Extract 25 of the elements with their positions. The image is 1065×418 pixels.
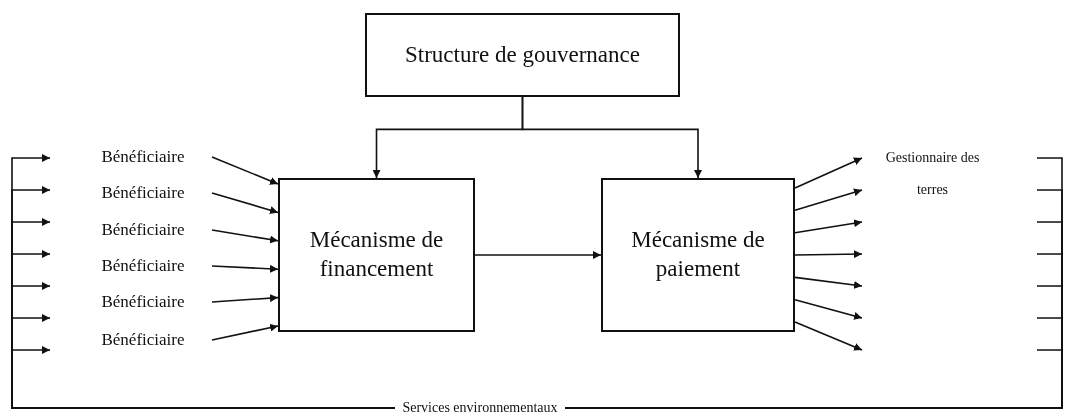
node-label: Bénéficiaire — [78, 255, 208, 277]
arrow — [211, 229, 279, 244]
arrow — [794, 188, 863, 212]
arrow — [794, 219, 863, 234]
node-label: Bénéficiaire — [78, 329, 208, 351]
arrow — [211, 156, 279, 185]
arrow — [794, 157, 863, 189]
arrow — [474, 251, 602, 259]
node-label: Bénéficiaire — [78, 146, 208, 168]
arrow — [211, 264, 279, 273]
node-label: Bénéficiaire — [78, 182, 208, 204]
process-box: Mécanisme de paiement — [601, 178, 795, 332]
arrow — [794, 250, 863, 259]
arrow — [794, 298, 863, 320]
text-label: Gestionnaire des terres — [885, 149, 980, 199]
node-label: Bénéficiaire — [78, 291, 208, 313]
node-label: Bénéficiaire — [78, 219, 208, 241]
arrow — [794, 321, 863, 351]
process-box: Structure de gouvernance — [365, 13, 680, 97]
arrow — [211, 294, 279, 303]
arrow — [794, 276, 863, 289]
arrow — [211, 192, 279, 214]
process-box: Mécanisme de financement — [278, 178, 475, 332]
arrow — [211, 323, 279, 341]
arrow — [521, 96, 702, 179]
